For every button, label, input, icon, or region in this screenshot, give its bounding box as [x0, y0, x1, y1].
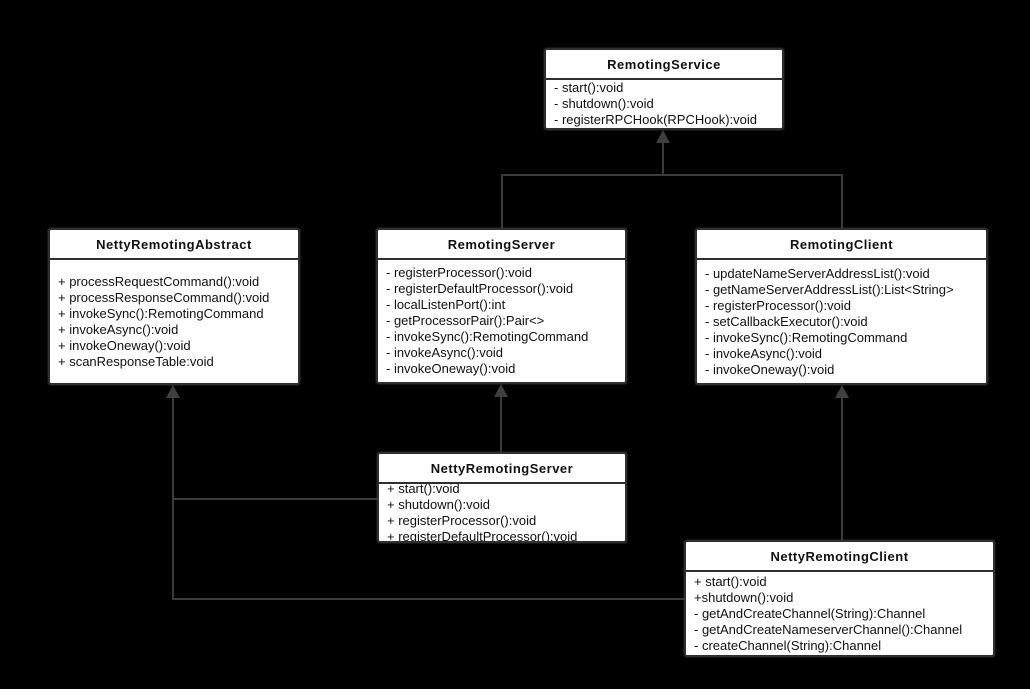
method-row: - getNameServerAddressList():List<String… — [705, 281, 954, 297]
class-title-netty-remoting-abstract: NettyRemotingAbstract — [50, 230, 298, 260]
method-row: + invokeSync():RemotingCommand — [58, 305, 264, 321]
method-row: - shutdown():void — [554, 96, 654, 111]
method-row: + invokeAsync():void — [58, 321, 179, 337]
class-netty-remoting-abstract: NettyRemotingAbstract + processRequestCo… — [48, 228, 300, 385]
method-row: + processResponseCommand():void — [58, 289, 270, 305]
method-row: + start():void — [387, 484, 460, 496]
inheritance-line-remoting-server-branch — [501, 174, 503, 228]
class-remoting-client: RemotingClient - updateNameServerAddress… — [695, 228, 988, 385]
method-row: +shutdown():void — [694, 589, 794, 605]
inheritance-line-netty-remoting-server-branch — [172, 498, 379, 500]
method-row: + processRequestCommand():void — [58, 273, 260, 289]
inheritance-line-remoting-client-branch — [841, 174, 843, 228]
class-methods-remoting-service: - start():void- shutdown():void- registe… — [546, 80, 782, 128]
method-row: + shutdown():void — [387, 496, 490, 512]
inheritance-arrow-icon — [494, 384, 508, 397]
class-remoting-server: RemotingServer - registerProcessor():voi… — [376, 228, 627, 384]
inheritance-line-to-remoting-service — [662, 142, 664, 176]
method-row: - invokeAsync():void — [705, 345, 823, 361]
method-row: - registerProcessor():void — [386, 265, 532, 280]
method-row: - start():void — [554, 80, 624, 95]
method-row: + start():void — [694, 573, 767, 589]
method-row: - createChannel(String):Channel — [694, 637, 882, 653]
class-netty-remoting-client: NettyRemotingClient + start():void+shutd… — [684, 540, 995, 657]
method-row: + scanResponseTable:void — [58, 353, 214, 369]
method-row: - getAndCreateNameserverChannel():Channe… — [694, 621, 963, 637]
inheritance-arrow-icon — [656, 130, 670, 143]
method-row: - registerDefaultProcessor():void — [386, 281, 574, 296]
class-methods-netty-remoting-client: + start():void+shutdown():void- getAndCr… — [686, 572, 993, 655]
inheritance-arrow-icon — [166, 385, 180, 398]
method-row: - setCallbackExecutor():void — [705, 313, 868, 329]
class-methods-netty-remoting-server: + start():void+ shutdown():void+ registe… — [379, 484, 625, 541]
inheritance-junction-line — [501, 174, 843, 176]
class-remoting-service: RemotingService - start():void- shutdown… — [544, 48, 784, 130]
class-methods-remoting-client: - updateNameServerAddressList():void- ge… — [697, 260, 986, 383]
method-row: + registerProcessor():void — [387, 512, 537, 528]
class-title-remoting-client: RemotingClient — [697, 230, 986, 260]
class-title-remoting-service: RemotingService — [546, 50, 782, 80]
method-row: - getAndCreateChannel(String):Channel — [694, 605, 926, 621]
method-row: - localListenPort():int — [386, 297, 506, 312]
inheritance-line-netty-remoting-client-branch — [172, 598, 686, 600]
class-title-netty-remoting-server: NettyRemotingServer — [379, 454, 625, 484]
method-row: - registerRPCHook(RPCHook):void — [554, 112, 757, 127]
method-row: - updateNameServerAddressList():void — [705, 265, 930, 281]
method-row: - invokeSync():RemotingCommand — [705, 329, 908, 345]
method-row: - getProcessorPair():Pair<> — [386, 313, 545, 328]
class-netty-remoting-server: NettyRemotingServer + start():void+ shut… — [377, 452, 627, 543]
class-methods-netty-remoting-abstract: + processRequestCommand():void+ processR… — [50, 260, 298, 383]
method-row: - invokeSync():RemotingCommand — [386, 329, 589, 344]
class-title-netty-remoting-client: NettyRemotingClient — [686, 542, 993, 572]
class-methods-remoting-server: - registerProcessor():void- registerDefa… — [378, 260, 625, 382]
inheritance-line-to-remoting-server — [500, 396, 502, 452]
method-row: - invokeOneway():void — [386, 361, 516, 376]
inheritance-arrow-icon — [835, 385, 849, 398]
method-row: - invokeAsync():void — [386, 345, 504, 360]
method-row: - registerProcessor():void — [705, 297, 851, 313]
class-title-remoting-server: RemotingServer — [378, 230, 625, 260]
method-row: + registerDefaultProcessor():void — [387, 528, 578, 542]
inheritance-line-to-remoting-client — [841, 397, 843, 540]
method-row: + invokeOneway():void — [58, 337, 191, 353]
method-row: - invokeOneway():void — [705, 361, 835, 377]
